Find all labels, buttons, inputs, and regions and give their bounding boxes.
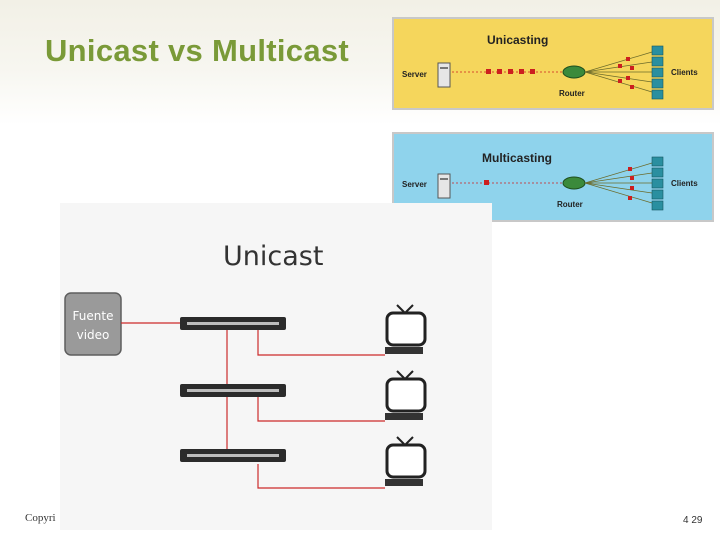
- multicasting-heading: Multicasting: [482, 151, 552, 165]
- multicasting-clients-label: Clients: [671, 179, 698, 188]
- tv-icon-2: [385, 370, 427, 420]
- multicasting-server-label: Server: [402, 180, 427, 189]
- network-switch-2: [180, 384, 286, 397]
- client-icons: [651, 45, 664, 100]
- router-icon: [562, 65, 586, 79]
- page-number: 4 29: [683, 515, 703, 526]
- unicast-diagram: Unicast Fuente video: [60, 203, 492, 530]
- multicast-client-packets: [628, 167, 634, 200]
- unicast-heading: Unicast: [223, 241, 323, 272]
- multicast-packet: [484, 180, 489, 185]
- unicasting-heading: Unicasting: [487, 33, 548, 47]
- network-switch-3: [180, 449, 286, 462]
- trunk-lines: [121, 322, 228, 455]
- video-source-box: Fuente video: [64, 292, 122, 356]
- unicasting-panel: Unicasting Server Router: [392, 17, 714, 110]
- client-links: [584, 51, 653, 93]
- client-icons: [651, 156, 664, 211]
- copyright-text: Copyri: [25, 512, 56, 524]
- server-icon: [437, 173, 451, 199]
- source-label-line1: Fuente: [73, 309, 114, 323]
- multicasting-router-label: Router: [557, 200, 583, 209]
- unicast-packets: [486, 69, 535, 74]
- multicasting-diagram: Multicasting Server Router Clients: [402, 151, 698, 211]
- unicast-client-packets: [618, 57, 634, 89]
- tv-icon-3: [385, 436, 427, 486]
- source-label-line2: video: [77, 328, 110, 342]
- router-icon: [562, 176, 586, 190]
- slide-title: Unicast vs Multicast: [45, 33, 350, 68]
- tv-icon-1: [385, 304, 427, 354]
- client-links: [584, 162, 653, 204]
- server-icon: [437, 62, 451, 88]
- unicasting-clients-label: Clients: [671, 68, 698, 77]
- unicasting-diagram: Unicasting Server Router: [402, 33, 698, 100]
- network-switch-1: [180, 317, 286, 330]
- stream-lines: [257, 330, 385, 489]
- unicasting-router-label: Router: [559, 89, 585, 98]
- unicasting-server-label: Server: [402, 70, 427, 79]
- unicast-network-diagram: Unicast Fuente video: [64, 241, 427, 489]
